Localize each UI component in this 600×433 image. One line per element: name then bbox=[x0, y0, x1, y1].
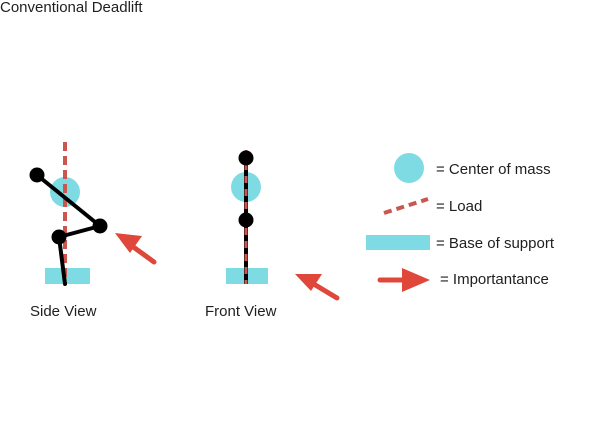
legend-load-label: = Load bbox=[436, 198, 483, 215]
front-view-figure bbox=[226, 150, 268, 284]
side-hip-joint bbox=[92, 218, 108, 234]
side-importance-arrow bbox=[115, 233, 157, 265]
side-head-joint bbox=[29, 167, 45, 183]
side-torso bbox=[35, 173, 102, 228]
legend-importance-swatch bbox=[377, 268, 430, 292]
legend-base-of-support-label: = Base of support bbox=[436, 235, 554, 252]
legend bbox=[366, 153, 430, 292]
front-importance-arrow bbox=[295, 274, 340, 301]
legend-importance-label: = Importantance bbox=[440, 271, 549, 288]
diagram-title: Conventional Deadlift bbox=[0, 0, 143, 16]
side-view-label: Side View bbox=[30, 303, 97, 320]
side-view-figure bbox=[29, 142, 108, 286]
legend-center-of-mass-swatch bbox=[394, 153, 424, 183]
legend-base-of-support-swatch bbox=[366, 235, 430, 250]
front-view-label: Front View bbox=[205, 303, 277, 320]
legend-load-swatch bbox=[383, 197, 429, 215]
side-base-of-support bbox=[45, 268, 90, 284]
legend-center-of-mass-label: = Center of mass bbox=[436, 161, 551, 178]
side-knee-joint bbox=[51, 229, 67, 245]
side-shin bbox=[57, 235, 67, 286]
front-head-joint bbox=[238, 150, 254, 166]
front-hip-joint bbox=[238, 212, 254, 228]
